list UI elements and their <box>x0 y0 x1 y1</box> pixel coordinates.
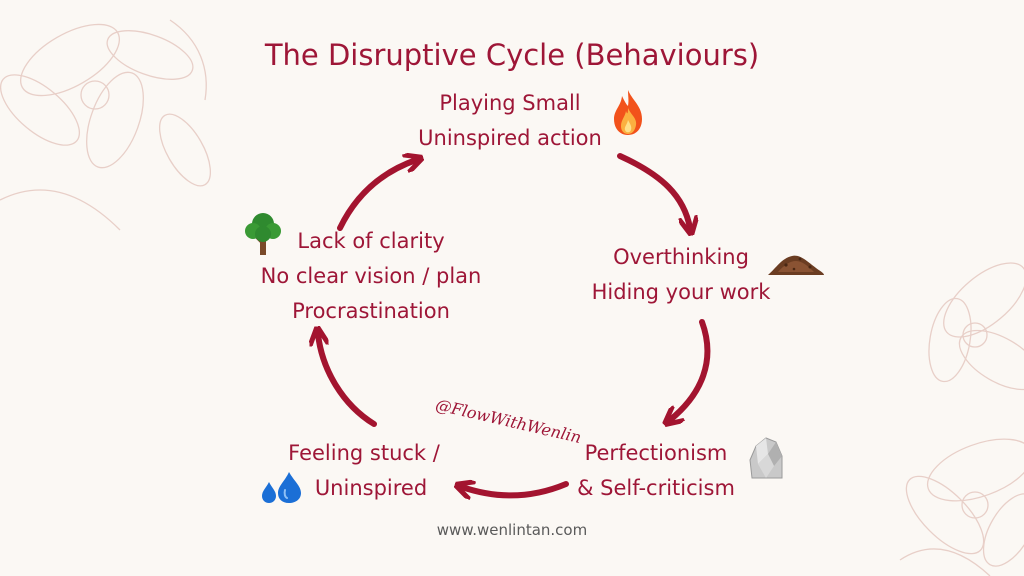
node-line-2: & Self-criticism <box>577 476 735 500</box>
node-line-1: Lack of clarity <box>297 229 445 253</box>
rock-icon <box>749 437 783 479</box>
node-line-2: Uninspired action <box>418 126 602 150</box>
water-drops-icon <box>262 472 301 503</box>
floral-decoration-top-left <box>0 19 212 231</box>
arrow-right-to-bottom-right <box>670 319 711 420</box>
cycle-node-playing-small: Playing Small Uninspired action <box>405 86 615 156</box>
node-line-2: Uninspired <box>314 476 428 500</box>
fire-icon <box>614 90 642 135</box>
cycle-node-lack-of-clarity: Lack of clarity No clear vision / plan P… <box>240 224 502 329</box>
node-line-1: Feeling stuck / <box>288 441 440 465</box>
cycle-node-overthinking: Overthinking Hiding your work <box>566 240 796 310</box>
soil-pile-icon <box>768 255 824 275</box>
arrow-bottom-right-to-bottom-left <box>462 484 569 495</box>
tree-icon <box>245 213 281 255</box>
node-line-1: Overthinking <box>613 245 749 269</box>
cycle-node-feeling-stuck: Feeling stuck / Uninspired <box>264 436 464 506</box>
node-line-1: Perfectionism <box>584 441 728 465</box>
arrow-top-to-right <box>617 153 690 228</box>
node-line-1: Playing Small <box>439 91 581 115</box>
cycle-node-perfectionism: Perfectionism & Self-criticism <box>556 436 756 506</box>
arrow-left-to-top <box>337 160 416 231</box>
arrow-bottom-left-to-left <box>318 334 377 427</box>
floral-decoration-right <box>899 262 1024 576</box>
cycle-arrows <box>318 153 711 495</box>
page-title: The Disruptive Cycle (Behaviours) <box>264 38 760 72</box>
node-line-2: No clear vision / plan <box>260 264 482 288</box>
node-line-3: Procrastination <box>292 299 450 323</box>
node-line-2: Hiding your work <box>591 280 771 304</box>
website-url: www.wenlintan.com <box>436 521 588 539</box>
